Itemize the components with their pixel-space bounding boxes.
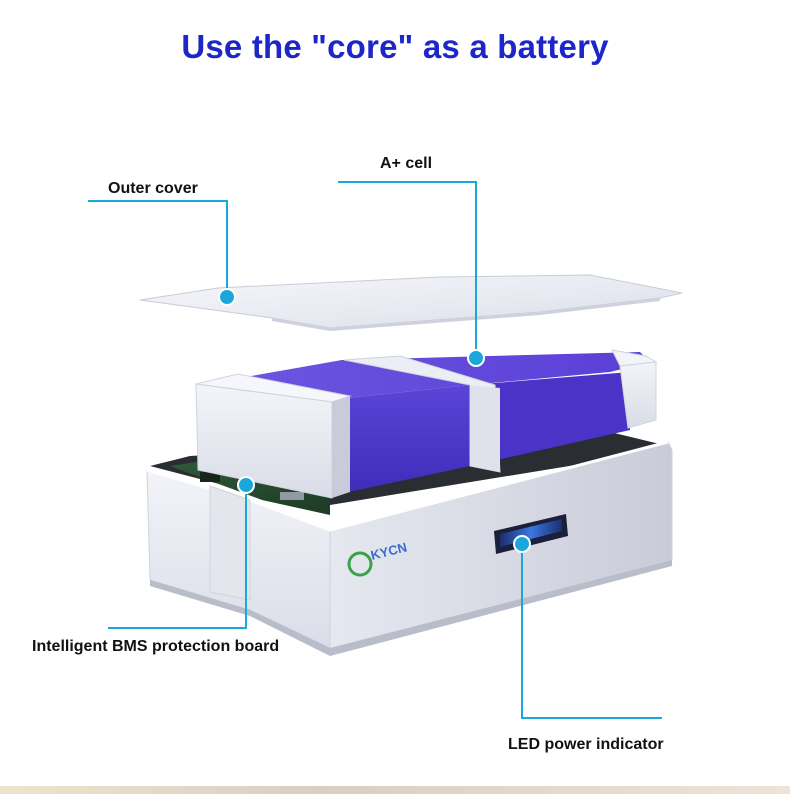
outer-cover-dot	[218, 288, 236, 306]
outer-cover-label: Outer cover	[108, 180, 198, 197]
callout-dots	[218, 288, 531, 553]
cell-block	[195, 349, 658, 499]
led-callout	[521, 544, 662, 719]
cell-dot	[467, 349, 485, 367]
bms-callout	[108, 485, 247, 629]
bottom-decorative-strip	[0, 786, 790, 794]
callout-lines	[88, 181, 662, 719]
led-dot	[513, 535, 531, 553]
outer-cover-sheet	[139, 274, 683, 331]
bms-label: Intelligent BMS protection board	[32, 638, 280, 655]
cell-label: A+ cell	[380, 155, 433, 172]
outer-cover-callout	[88, 200, 228, 297]
cell-callout	[338, 181, 477, 358]
led-label: LED power indicator	[508, 736, 664, 753]
bms-dot	[237, 476, 255, 494]
page-title: Use the "core" as a battery	[181, 28, 609, 65]
